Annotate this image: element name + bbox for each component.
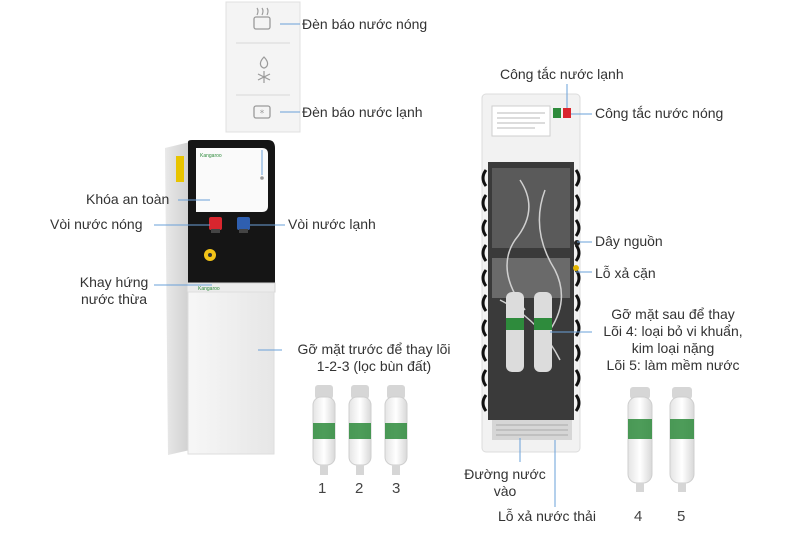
back-cover-line-2: Lõi 4: loại bỏ vi khuẩn, [603,323,743,339]
filter-number-1: 1 [318,480,327,497]
flame-icon [259,56,269,69]
water-inlet-line-1: Đường nước [464,466,546,482]
filter-3 [384,385,408,475]
filter-4 [627,387,653,492]
back-dispenser [481,93,581,453]
cold-light-icon: * [253,105,271,119]
hot-switch-label: Công tắc nước nóng [595,105,724,121]
cold-switch-shape [553,108,561,118]
filter-cartridges-4-5 [627,387,695,492]
water-inlet-line-2: vào [493,483,517,499]
callout-lines [154,23,592,507]
filter-number-4: 4 [634,508,643,525]
filter-number-3: 3 [392,480,401,497]
cold-light-label: Đèn báo nước lạnh [302,104,423,120]
waste-drain-label: Lỗ xả nước thải [498,508,596,524]
drip-tray-line-1: Khay hứng [79,274,149,290]
drip-tray-line-2: nước thừa [80,291,148,307]
hot-light-label: Đèn báo nước nóng [302,16,428,32]
svg-text:Kangaroo: Kangaroo [198,286,220,292]
hot-light-icon [253,7,271,30]
front-cover-label: Gỡ mặt trước để thay lõi 1-2-3 (lọc bùn … [284,341,464,375]
safety-lock-label: Khóa an toàn [86,191,170,207]
back-cover-line-3: kim loại nặng [631,340,715,356]
filter-cartridges-1-3 [312,385,408,475]
front-cover-line-1: Gỡ mặt trước để thay lõi [297,341,451,357]
drip-tray-label: Khay hứng nước thừa [74,274,154,308]
hot-switch-shape [563,108,571,118]
svg-text:*: * [260,109,265,119]
snowflake-icon [257,71,271,83]
back-cover-line-1: Gỡ mặt sau để thay [611,306,735,322]
front-dispenser: Kangaroo Kangaroo [165,140,276,455]
filter-2 [348,385,372,475]
internal-filters [506,292,552,372]
water-inlet-label: Đường nước vào [455,466,555,500]
cold-tap-label: Vòi nước lạnh [288,216,376,232]
filter-1 [312,385,336,475]
sediment-drain-label: Lỗ xả cặn [595,265,656,281]
power-cord-label: Dây nguồn [595,233,663,249]
filter-number-5: 5 [677,508,686,525]
front-brand-logo: Kangaroo [200,153,222,159]
cold-tap-shape [237,217,250,230]
front-cover-line-2: 1-2-3 (lọc bùn đất) [316,358,432,374]
hot-tap-label: Vòi nước nóng [50,216,143,232]
back-cover-line-4: Lõi 5: làm mềm nước [606,357,740,373]
back-cover-label: Gỡ mặt sau để thay Lõi 4: loại bỏ vi khu… [588,306,758,374]
hot-tap-shape [209,217,222,230]
filter-number-2: 2 [355,480,364,497]
cold-switch-label: Công tắc nước lạnh [500,66,624,82]
filter-5 [669,387,695,492]
